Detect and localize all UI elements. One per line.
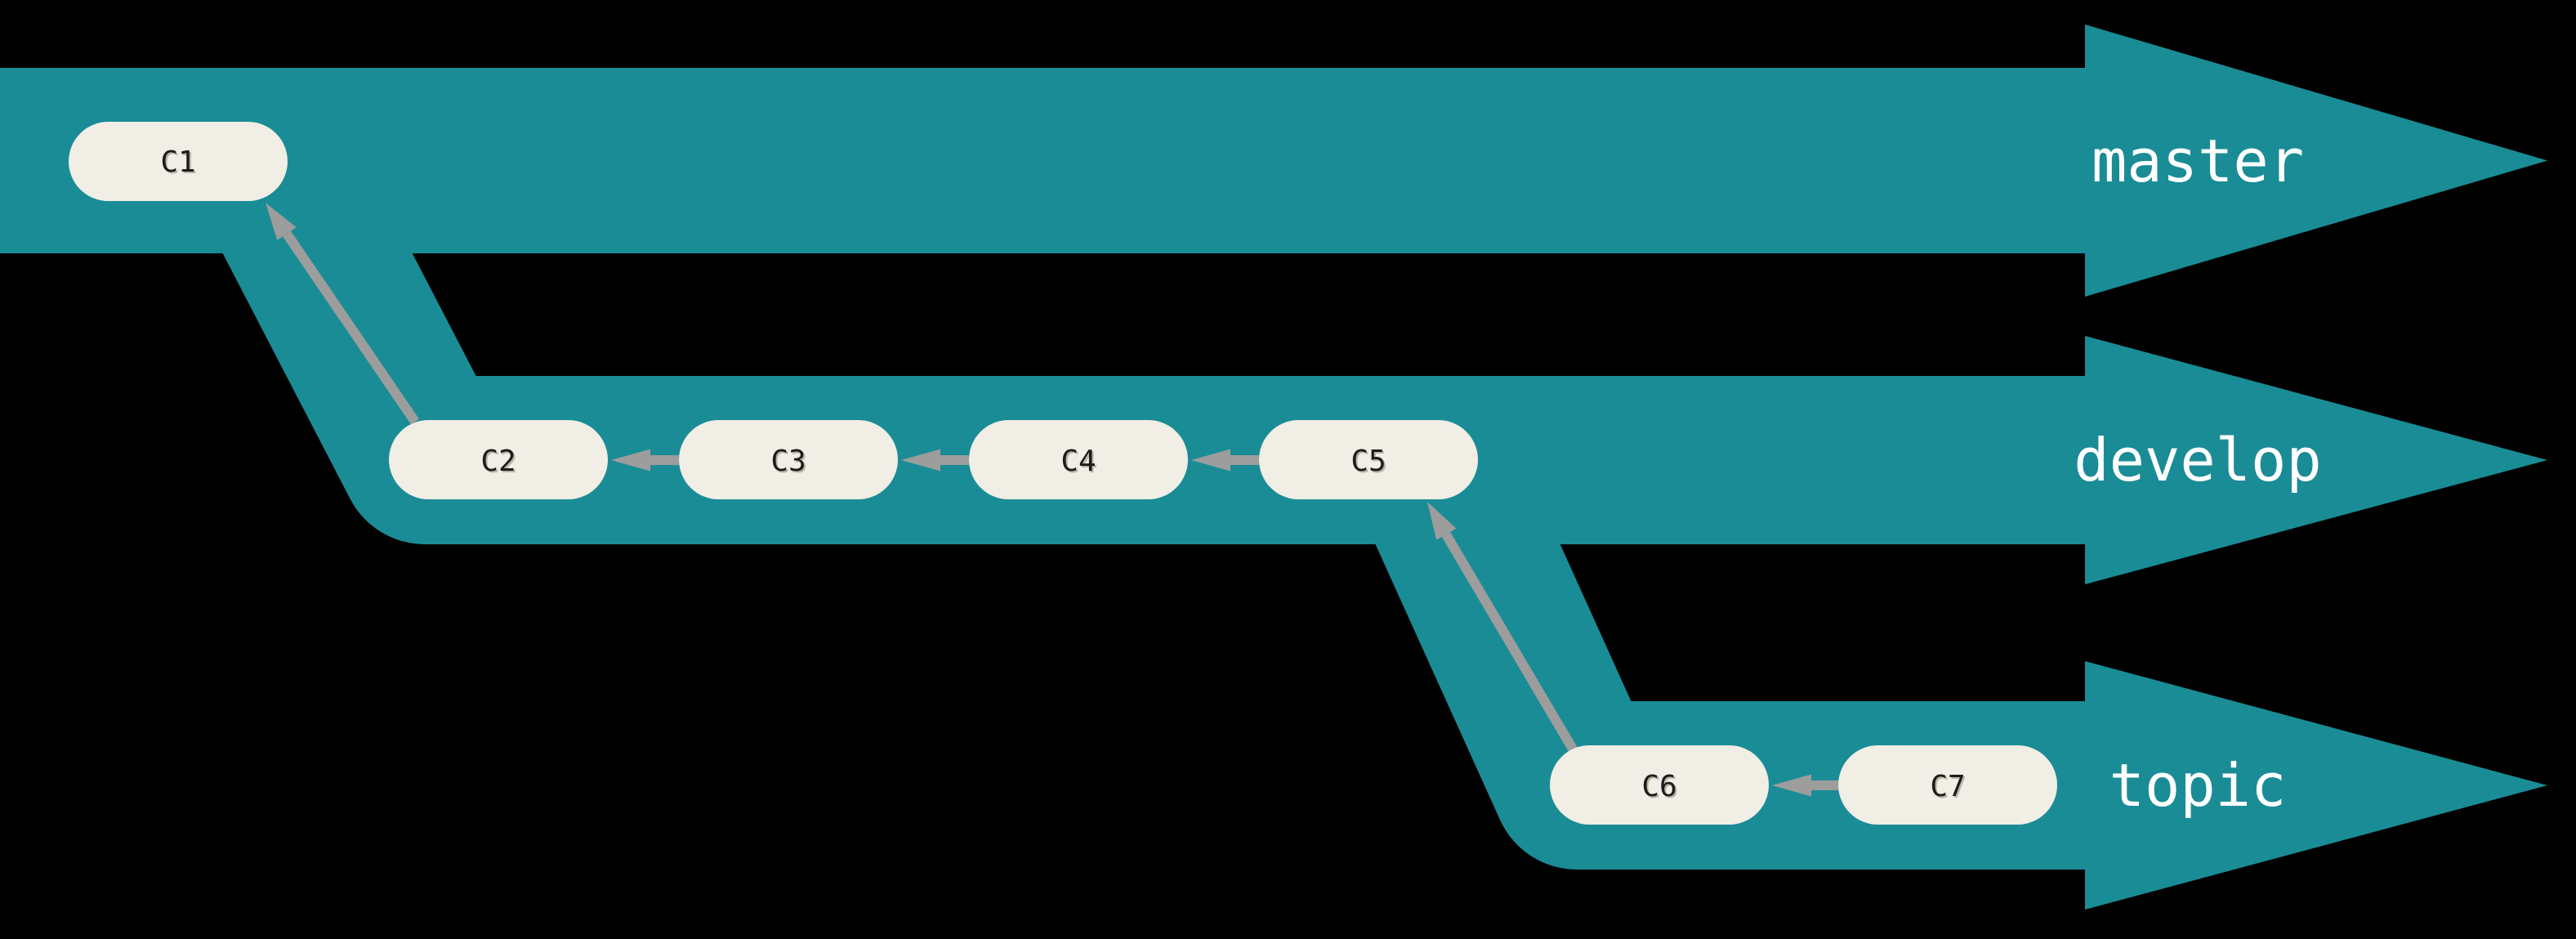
commit-c1: C1: [69, 122, 288, 201]
branch-topic-arrowhead-icon: [2085, 661, 2547, 910]
branch-develop-label: develop: [2074, 426, 2321, 494]
edge-c6-c5-arrowhead-icon: [1427, 502, 1457, 540]
edge-c4-to-c3: [901, 449, 969, 472]
branch-master-label: master: [2092, 127, 2304, 195]
commit-c7-label: C7: [1930, 770, 1965, 803]
edge-c7-c6-arrowhead-icon: [1772, 774, 1811, 797]
commit-c5-node: [1259, 420, 1478, 499]
commit-c2-label: C2: [480, 445, 516, 478]
edge-c5-to-c4: [1191, 449, 1259, 472]
edge-c7-to-c6: [1772, 774, 1838, 797]
parent-edges: [266, 203, 1838, 797]
commit-c7: C7: [1838, 745, 2057, 825]
commit-c7-node: [1838, 745, 2057, 825]
branch-topic-label: topic: [2109, 751, 2287, 820]
commit-c4: C4: [969, 420, 1188, 499]
edge-c4-c3-arrowhead-icon: [901, 449, 940, 472]
edge-c6-c5-shaft: [1441, 531, 1582, 759]
commit-c2: C2: [389, 420, 608, 499]
branch-labels: master develop topic: [2074, 127, 2321, 820]
commit-c6: C6: [1550, 745, 1769, 825]
commit-c3: C3: [679, 420, 898, 499]
branch-develop-arrowhead-icon: [2085, 336, 2547, 584]
edge-c2-c1-arrowhead-icon: [266, 203, 297, 240]
commit-c2-node: [389, 420, 608, 499]
branch-master-arrowhead-icon: [2085, 25, 2547, 297]
commit-c4-node: [969, 420, 1188, 499]
edge-c2-to-c1: [266, 203, 419, 425]
commits: C1 C2 C3 C4 C5 C6 C7: [69, 122, 2057, 825]
edge-c6-to-c5: [1427, 502, 1582, 759]
edge-c3-to-c2: [611, 449, 679, 472]
commit-c3-label: C3: [770, 445, 806, 478]
commit-c1-node: [69, 122, 288, 201]
edge-c5-c4-arrowhead-icon: [1191, 449, 1230, 472]
commit-c3-node: [679, 420, 898, 499]
edge-c3-c2-arrowhead-icon: [611, 449, 650, 472]
commit-c5-label: C5: [1351, 445, 1386, 478]
commit-c5: C5: [1259, 420, 1478, 499]
commit-c4-label: C4: [1060, 445, 1096, 478]
commit-c6-label: C6: [1641, 770, 1676, 803]
commit-c6-node: [1550, 745, 1769, 825]
commit-c1-label: C1: [160, 145, 195, 179]
edge-c2-c1-shaft: [283, 230, 419, 425]
